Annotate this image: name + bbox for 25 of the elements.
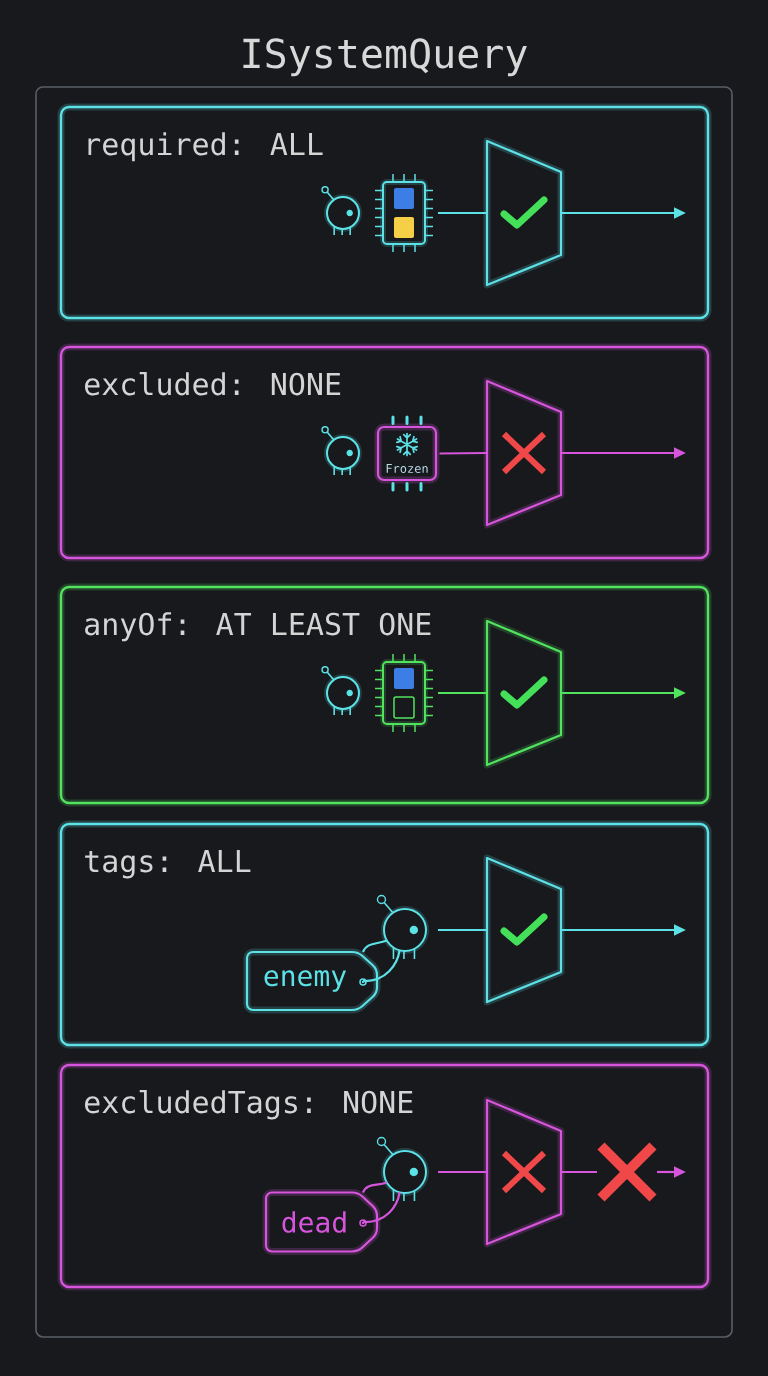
robot-icon	[321, 186, 362, 236]
robot-icon	[321, 426, 362, 476]
title: ISystemQuery	[243, 38, 527, 77]
tag-string	[361, 939, 401, 983]
tag-string	[361, 1181, 401, 1224]
connector-line	[438, 928, 487, 932]
panel-heading: excluded: NONE	[85, 372, 341, 396]
chip: Frozen	[374, 415, 440, 492]
robot-icon	[376, 894, 429, 960]
cross-icon	[596, 1141, 658, 1203]
chip-icon	[374, 173, 434, 253]
connector-line	[561, 1170, 597, 1174]
connector-line	[439, 451, 487, 455]
connector-line	[438, 1170, 487, 1174]
robot-icon	[321, 666, 362, 716]
panel-heading: anyOf: AT LEAST ONE	[85, 612, 431, 642]
tag: enemy	[243, 948, 381, 1014]
tag: dead	[262, 1189, 381, 1255]
panel-heading: tags: ALL	[85, 850, 251, 879]
panel-heading: required: ALL	[88, 132, 323, 162]
connector-line	[438, 211, 487, 215]
robot-icon	[376, 1136, 429, 1202]
connector-line	[438, 691, 487, 695]
panel-heading: excludedTags: NONE	[85, 1090, 413, 1120]
chip-icon	[374, 653, 434, 733]
